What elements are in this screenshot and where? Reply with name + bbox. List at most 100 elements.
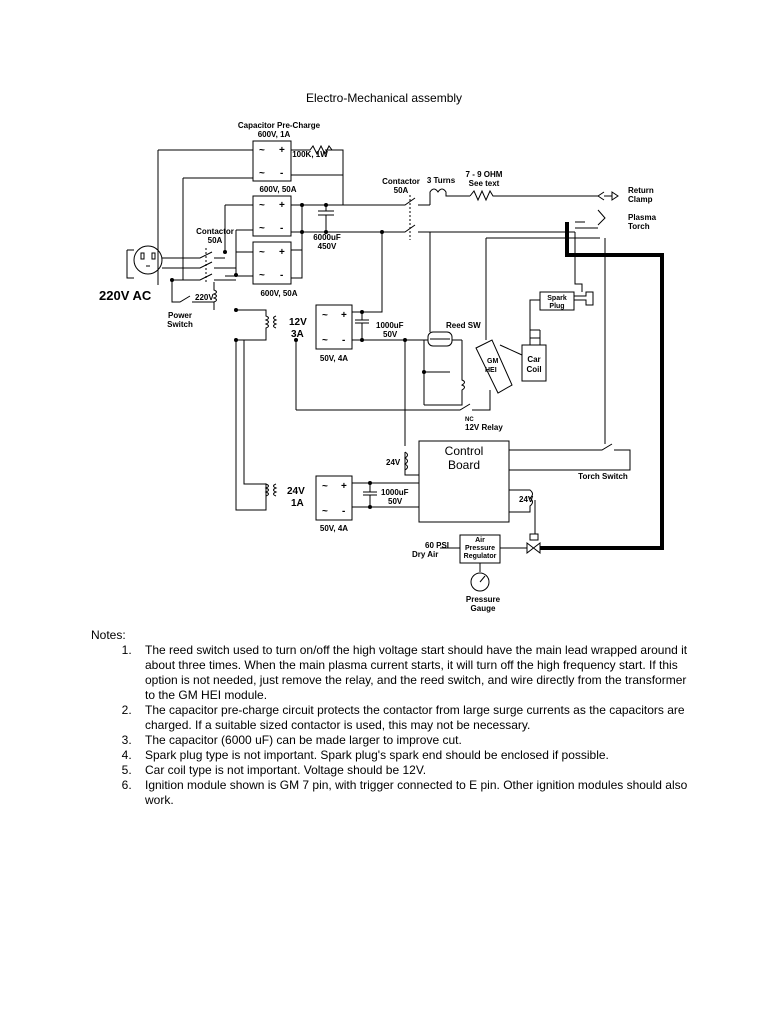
torch-hose — [540, 222, 664, 550]
svg-text:50A: 50A — [208, 236, 223, 245]
resistor-100k: 100K, 1W — [291, 144, 333, 159]
svg-text:Switch: Switch — [167, 320, 193, 329]
svg-text:Spark: Spark — [547, 295, 567, 302]
svg-text:Gauge: Gauge — [471, 604, 496, 613]
note-item: Ignition module shown is GM 7 pin, with … — [135, 778, 691, 808]
precharge-rectifier: Capacitor Pre-Charge 600V, 1A ~ + ~ - — [238, 121, 321, 182]
air-system: 60 PSI Dry Air Air Pressure Regulator Pr… — [412, 533, 541, 613]
note-item: Car coil type is not important. Voltage … — [135, 763, 691, 778]
svg-text:~: ~ — [259, 168, 265, 179]
junction-dots — [170, 203, 426, 509]
note-item: Spark plug type is not important. Spark … — [135, 748, 691, 763]
svg-text:NC: NC — [465, 417, 474, 423]
relay-label: 12V Relay — [465, 423, 503, 432]
svg-text:~: ~ — [322, 506, 328, 517]
svg-text:Air: Air — [475, 537, 485, 544]
precharge-rating: 600V, 1A — [258, 130, 291, 139]
svg-text:~: ~ — [322, 335, 328, 346]
svg-text:~: ~ — [259, 200, 265, 211]
svg-text:~: ~ — [259, 223, 265, 234]
svg-text:6000uF: 6000uF — [313, 233, 341, 242]
svg-text:1000uF: 1000uF — [381, 488, 409, 497]
gm-hei-module: GM HEI — [475, 237, 600, 394]
mains-input: 220V AC — [99, 245, 163, 303]
notes-title: Notes: — [91, 628, 126, 642]
spark-plug: Spark Plug — [529, 240, 594, 331]
note-item: The capacitor (6000 uF) can be made larg… — [135, 733, 691, 748]
svg-text:Return: Return — [628, 186, 654, 195]
svg-text:24V: 24V — [519, 495, 534, 504]
svg-text:3 Turns: 3 Turns — [427, 176, 456, 185]
svg-text:GM: GM — [487, 358, 498, 365]
svg-text:-: - — [342, 506, 345, 517]
svg-text:See text: See text — [469, 179, 500, 188]
power-switch-label: Power — [168, 311, 192, 320]
svg-text:1000uF: 1000uF — [376, 321, 404, 330]
reed-switch: Reed SW — [405, 232, 481, 347]
capacitor-6000uf: 6000uF 450V — [313, 205, 341, 251]
control-board: Control Board 24V Torch Switch 24V — [386, 238, 631, 540]
svg-text:Torch: Torch — [628, 222, 650, 231]
diagram-title: Electro-Mechanical assembly — [306, 91, 462, 105]
mains-label: 220V AC — [99, 288, 152, 303]
svg-text:~: ~ — [259, 247, 265, 258]
car-coil: Car Coil — [499, 330, 547, 382]
svg-text:220V: 220V — [195, 293, 214, 302]
svg-text:50V, 4A: 50V, 4A — [320, 354, 348, 363]
svg-text:Dry Air: Dry Air — [412, 550, 438, 559]
main-rectifier-top: 600V, 50A ~ + ~ - — [252, 185, 297, 237]
svg-text:50A: 50A — [394, 186, 409, 195]
svg-text:+: + — [279, 200, 285, 211]
svg-text:Pressure: Pressure — [465, 545, 495, 552]
svg-text:7 - 9 OHM: 7 - 9 OHM — [466, 170, 503, 179]
svg-text:50V: 50V — [383, 330, 398, 339]
rect-bottom-rating: 600V, 50A — [260, 289, 297, 298]
svg-text:~: ~ — [259, 145, 265, 156]
svg-text:+: + — [341, 481, 347, 492]
svg-text:+: + — [341, 310, 347, 321]
svg-text:HEI: HEI — [485, 367, 497, 374]
svg-text:50V, 4A: 50V, 4A — [320, 524, 348, 533]
note-item: The reed switch used to turn on/off the … — [135, 643, 691, 703]
notes-section: Notes: The reed switch used to turn on/o… — [91, 628, 691, 808]
svg-text:Plug: Plug — [549, 303, 564, 310]
svg-text:Coil: Coil — [526, 365, 541, 374]
svg-text:~: ~ — [322, 481, 328, 492]
contactor-left: Contactor 50A — [162, 227, 236, 283]
relay-12v: NC 12V Relay — [295, 340, 503, 432]
svg-text:12V: 12V — [289, 317, 307, 328]
svg-text:Contactor: Contactor — [382, 177, 420, 186]
svg-text:24V: 24V — [386, 458, 401, 467]
precharge-label: Capacitor Pre-Charge — [238, 121, 321, 130]
svg-text:Board: Board — [448, 458, 480, 472]
resistor-100k-label: 100K, 1W — [292, 150, 328, 159]
svg-text:Clamp: Clamp — [628, 195, 653, 204]
rect-top-rating: 600V, 50A — [259, 185, 296, 194]
svg-text:Car: Car — [527, 355, 540, 364]
electro-mechanical-schematic: Electro-Mechanical assembly Capacitor Pr… — [99, 91, 664, 613]
xfmr-220v: 220V Power Switch — [167, 280, 217, 329]
notes-list: The reed switch used to turn on/off the … — [91, 643, 691, 808]
svg-text:-: - — [342, 335, 345, 346]
svg-text:450V: 450V — [318, 242, 337, 251]
svg-text:24V: 24V — [287, 486, 305, 497]
svg-text:-: - — [280, 270, 283, 281]
main-rectifier-bottom: ~ + ~ - 600V, 50A — [252, 241, 298, 298]
svg-text:1A: 1A — [291, 498, 304, 509]
svg-text:Reed SW: Reed SW — [446, 321, 481, 330]
gauge-label: Pressure — [466, 595, 501, 604]
svg-text:Control: Control — [445, 444, 484, 458]
svg-text:~: ~ — [259, 270, 265, 281]
svg-text:Plasma: Plasma — [628, 213, 657, 222]
note-item: The capacitor pre-charge circuit protect… — [135, 703, 691, 733]
air-psi-label: 60 PSI — [425, 541, 449, 550]
supply-24v: 24V 1A ~ + ~ - 50V, 4A 1000uF 50V — [235, 340, 419, 533]
torch-switch-label: Torch Switch — [578, 472, 628, 481]
svg-text:Regulator: Regulator — [464, 553, 497, 560]
svg-text:3A: 3A — [291, 329, 304, 340]
svg-text:+: + — [279, 145, 285, 156]
svg-text:50V: 50V — [388, 497, 403, 506]
svg-text:+: + — [279, 247, 285, 258]
svg-text:~: ~ — [322, 310, 328, 321]
svg-text:-: - — [280, 223, 283, 234]
